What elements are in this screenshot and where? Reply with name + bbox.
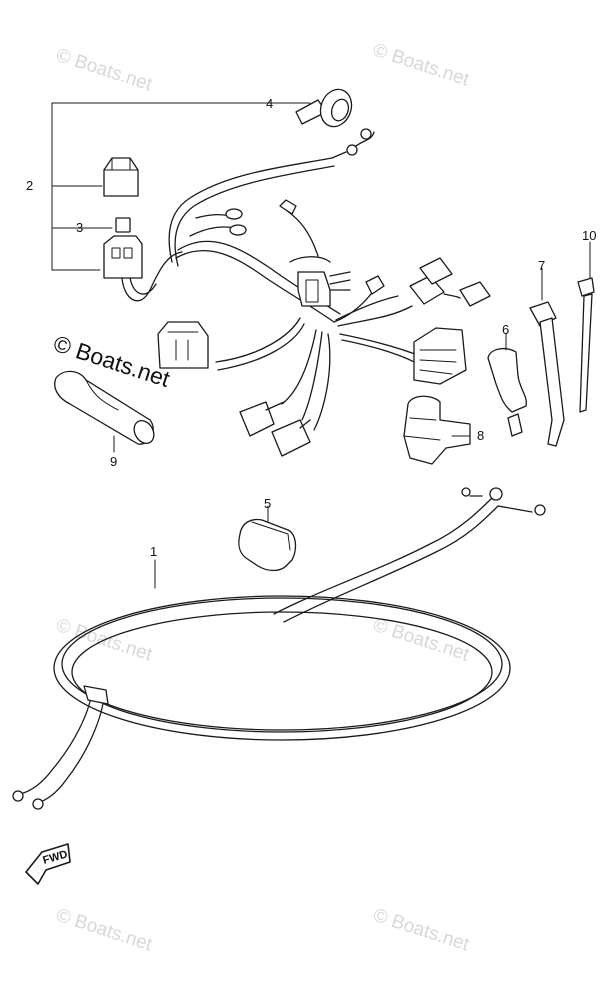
part-9-protector-tube bbox=[54, 370, 155, 445]
callout-numbers: 1 2 3 4 5 6 7 8 9 10 bbox=[26, 96, 596, 559]
main-harness bbox=[157, 128, 491, 457]
callout-10: 10 bbox=[582, 228, 596, 243]
part-8-clamp bbox=[403, 395, 471, 465]
leader-lines bbox=[113, 241, 591, 589]
watermark-top-left: © Boats.net bbox=[53, 45, 155, 96]
callout-7: 7 bbox=[538, 258, 545, 273]
part-3-fuse bbox=[115, 217, 131, 233]
part-2-relay bbox=[103, 157, 139, 197]
callout-1: 1 bbox=[150, 544, 157, 559]
relay-socket bbox=[103, 235, 183, 302]
fwd-arrow: FWD bbox=[25, 843, 71, 885]
part-6-clamp bbox=[487, 347, 527, 437]
callout-9: 9 bbox=[110, 454, 117, 469]
callout-4: 4 bbox=[266, 96, 273, 111]
callout-bracket-2-3-4 bbox=[51, 102, 311, 271]
callout-6: 6 bbox=[502, 322, 509, 337]
callout-2: 2 bbox=[26, 178, 33, 193]
watermark-bottom-right: © Boats.net bbox=[370, 905, 472, 956]
part-10-cable-tie bbox=[577, 277, 595, 413]
part-5-grommet bbox=[238, 518, 297, 572]
callout-5: 5 bbox=[264, 496, 271, 511]
watermark-top-right: © Boats.net bbox=[370, 40, 472, 91]
part-4-grommet bbox=[295, 88, 353, 128]
callout-8: 8 bbox=[477, 428, 484, 443]
watermark-bottom-left: © Boats.net bbox=[53, 905, 155, 956]
part-7-cable-tie-mount bbox=[529, 301, 565, 447]
callout-3: 3 bbox=[76, 220, 83, 235]
part-1-battery-cable bbox=[12, 487, 546, 810]
